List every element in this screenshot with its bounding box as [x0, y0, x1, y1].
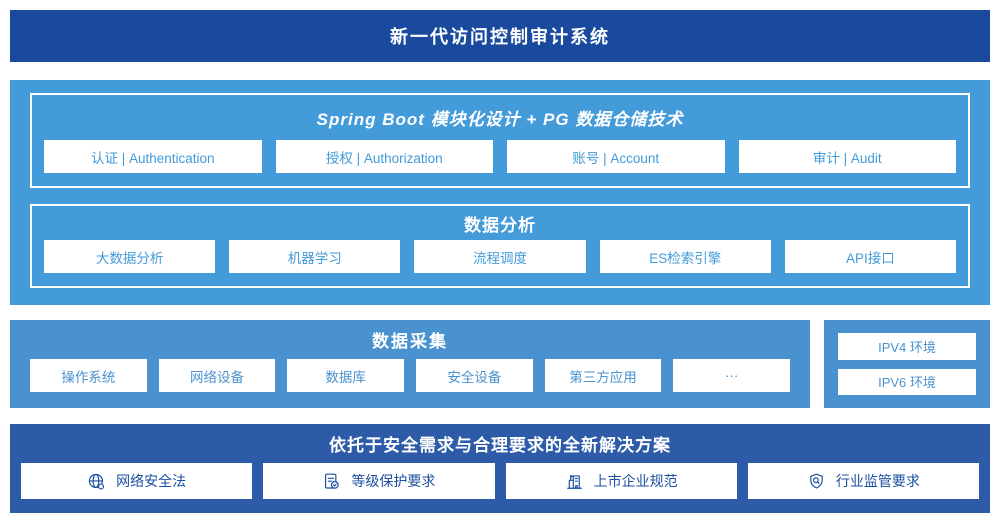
module-box-audit: 审计 | Audit — [738, 140, 956, 173]
springboot-panel-title: Spring Boot 模块化设计 + PG 数据仓储技术 — [316, 110, 684, 129]
data-collection-section: 数据采集 操作系统 网络设备 数据库 安全设备 第三方应用 ··· — [10, 320, 810, 408]
requirement-box-cybersecurity-law: 网络安全法 — [21, 463, 253, 499]
globe-network-icon — [87, 472, 106, 491]
source-box-thirdparty: 第三方应用 — [544, 359, 662, 392]
module-box-bigdata: 大数据分析 — [44, 240, 216, 273]
data-analysis-panel: 数据分析 大数据分析 机器学习 流程调度 ES检索引擎 API接口 — [30, 204, 970, 288]
env-box-ipv4: IPV4 环境 — [838, 333, 976, 360]
requirement-label: 行业监管要求 — [835, 473, 920, 489]
module-box-es-search: ES检索引擎 — [599, 240, 771, 273]
data-analysis-panel-title: 数据分析 — [464, 215, 536, 235]
requirement-row: 网络安全法 等级保护要求 — [21, 463, 979, 499]
source-box-network-device: 网络设备 — [158, 359, 276, 392]
module-box-authentication: 认证 | Authentication — [44, 140, 262, 173]
data-source-row: 操作系统 网络设备 数据库 安全设备 第三方应用 ··· — [30, 359, 791, 392]
auth-modules-row: 认证 | Authentication 授权 | Authorization 账… — [44, 140, 956, 173]
source-box-more: ··· — [673, 359, 791, 392]
page-title: 新一代访问控制审计系统 — [10, 10, 990, 62]
data-collection-title: 数据采集 — [372, 332, 448, 351]
requirement-box-industry-supervision: 行业监管要求 — [747, 463, 979, 499]
data-collection-row: 数据采集 操作系统 网络设备 数据库 安全设备 第三方应用 ··· IPV4 环… — [10, 320, 990, 408]
document-check-icon — [322, 472, 341, 491]
springboot-panel: Spring Boot 模块化设计 + PG 数据仓储技术 认证 | Authe… — [30, 93, 970, 188]
platform-section: Spring Boot 模块化设计 + PG 数据仓储技术 认证 | Authe… — [10, 80, 990, 305]
module-box-workflow: 流程调度 — [414, 240, 586, 273]
source-box-os: 操作系统 — [30, 359, 147, 392]
solution-section: 依托于安全需求与合理要求的全新解决方案 网络安全法 — [10, 424, 990, 513]
requirement-label: 上市企业规范 — [593, 473, 678, 489]
requirement-label: 等级保护要求 — [351, 473, 436, 489]
analysis-modules-row: 大数据分析 机器学习 流程调度 ES检索引擎 API接口 — [44, 240, 957, 273]
source-box-database: 数据库 — [287, 359, 405, 392]
requirement-box-classified-protection: 等级保护要求 — [263, 463, 495, 499]
module-box-api: API接口 — [784, 240, 957, 273]
buildings-icon — [565, 472, 584, 491]
requirement-label: 网络安全法 — [116, 473, 187, 489]
ip-environment-section: IPV4 环境 IPV6 环境 — [824, 320, 990, 408]
solution-title: 依托于安全需求与合理要求的全新解决方案 — [329, 436, 671, 455]
module-box-ml: 机器学习 — [229, 240, 401, 273]
shield-search-icon — [807, 472, 826, 491]
source-box-security-device: 安全设备 — [416, 359, 533, 392]
module-box-account: 账号 | Account — [507, 140, 725, 173]
requirement-box-listed-company: 上市企业规范 — [505, 463, 737, 499]
env-box-ipv6: IPV6 环境 — [838, 368, 976, 395]
module-box-authorization: 授权 | Authorization — [275, 140, 493, 173]
